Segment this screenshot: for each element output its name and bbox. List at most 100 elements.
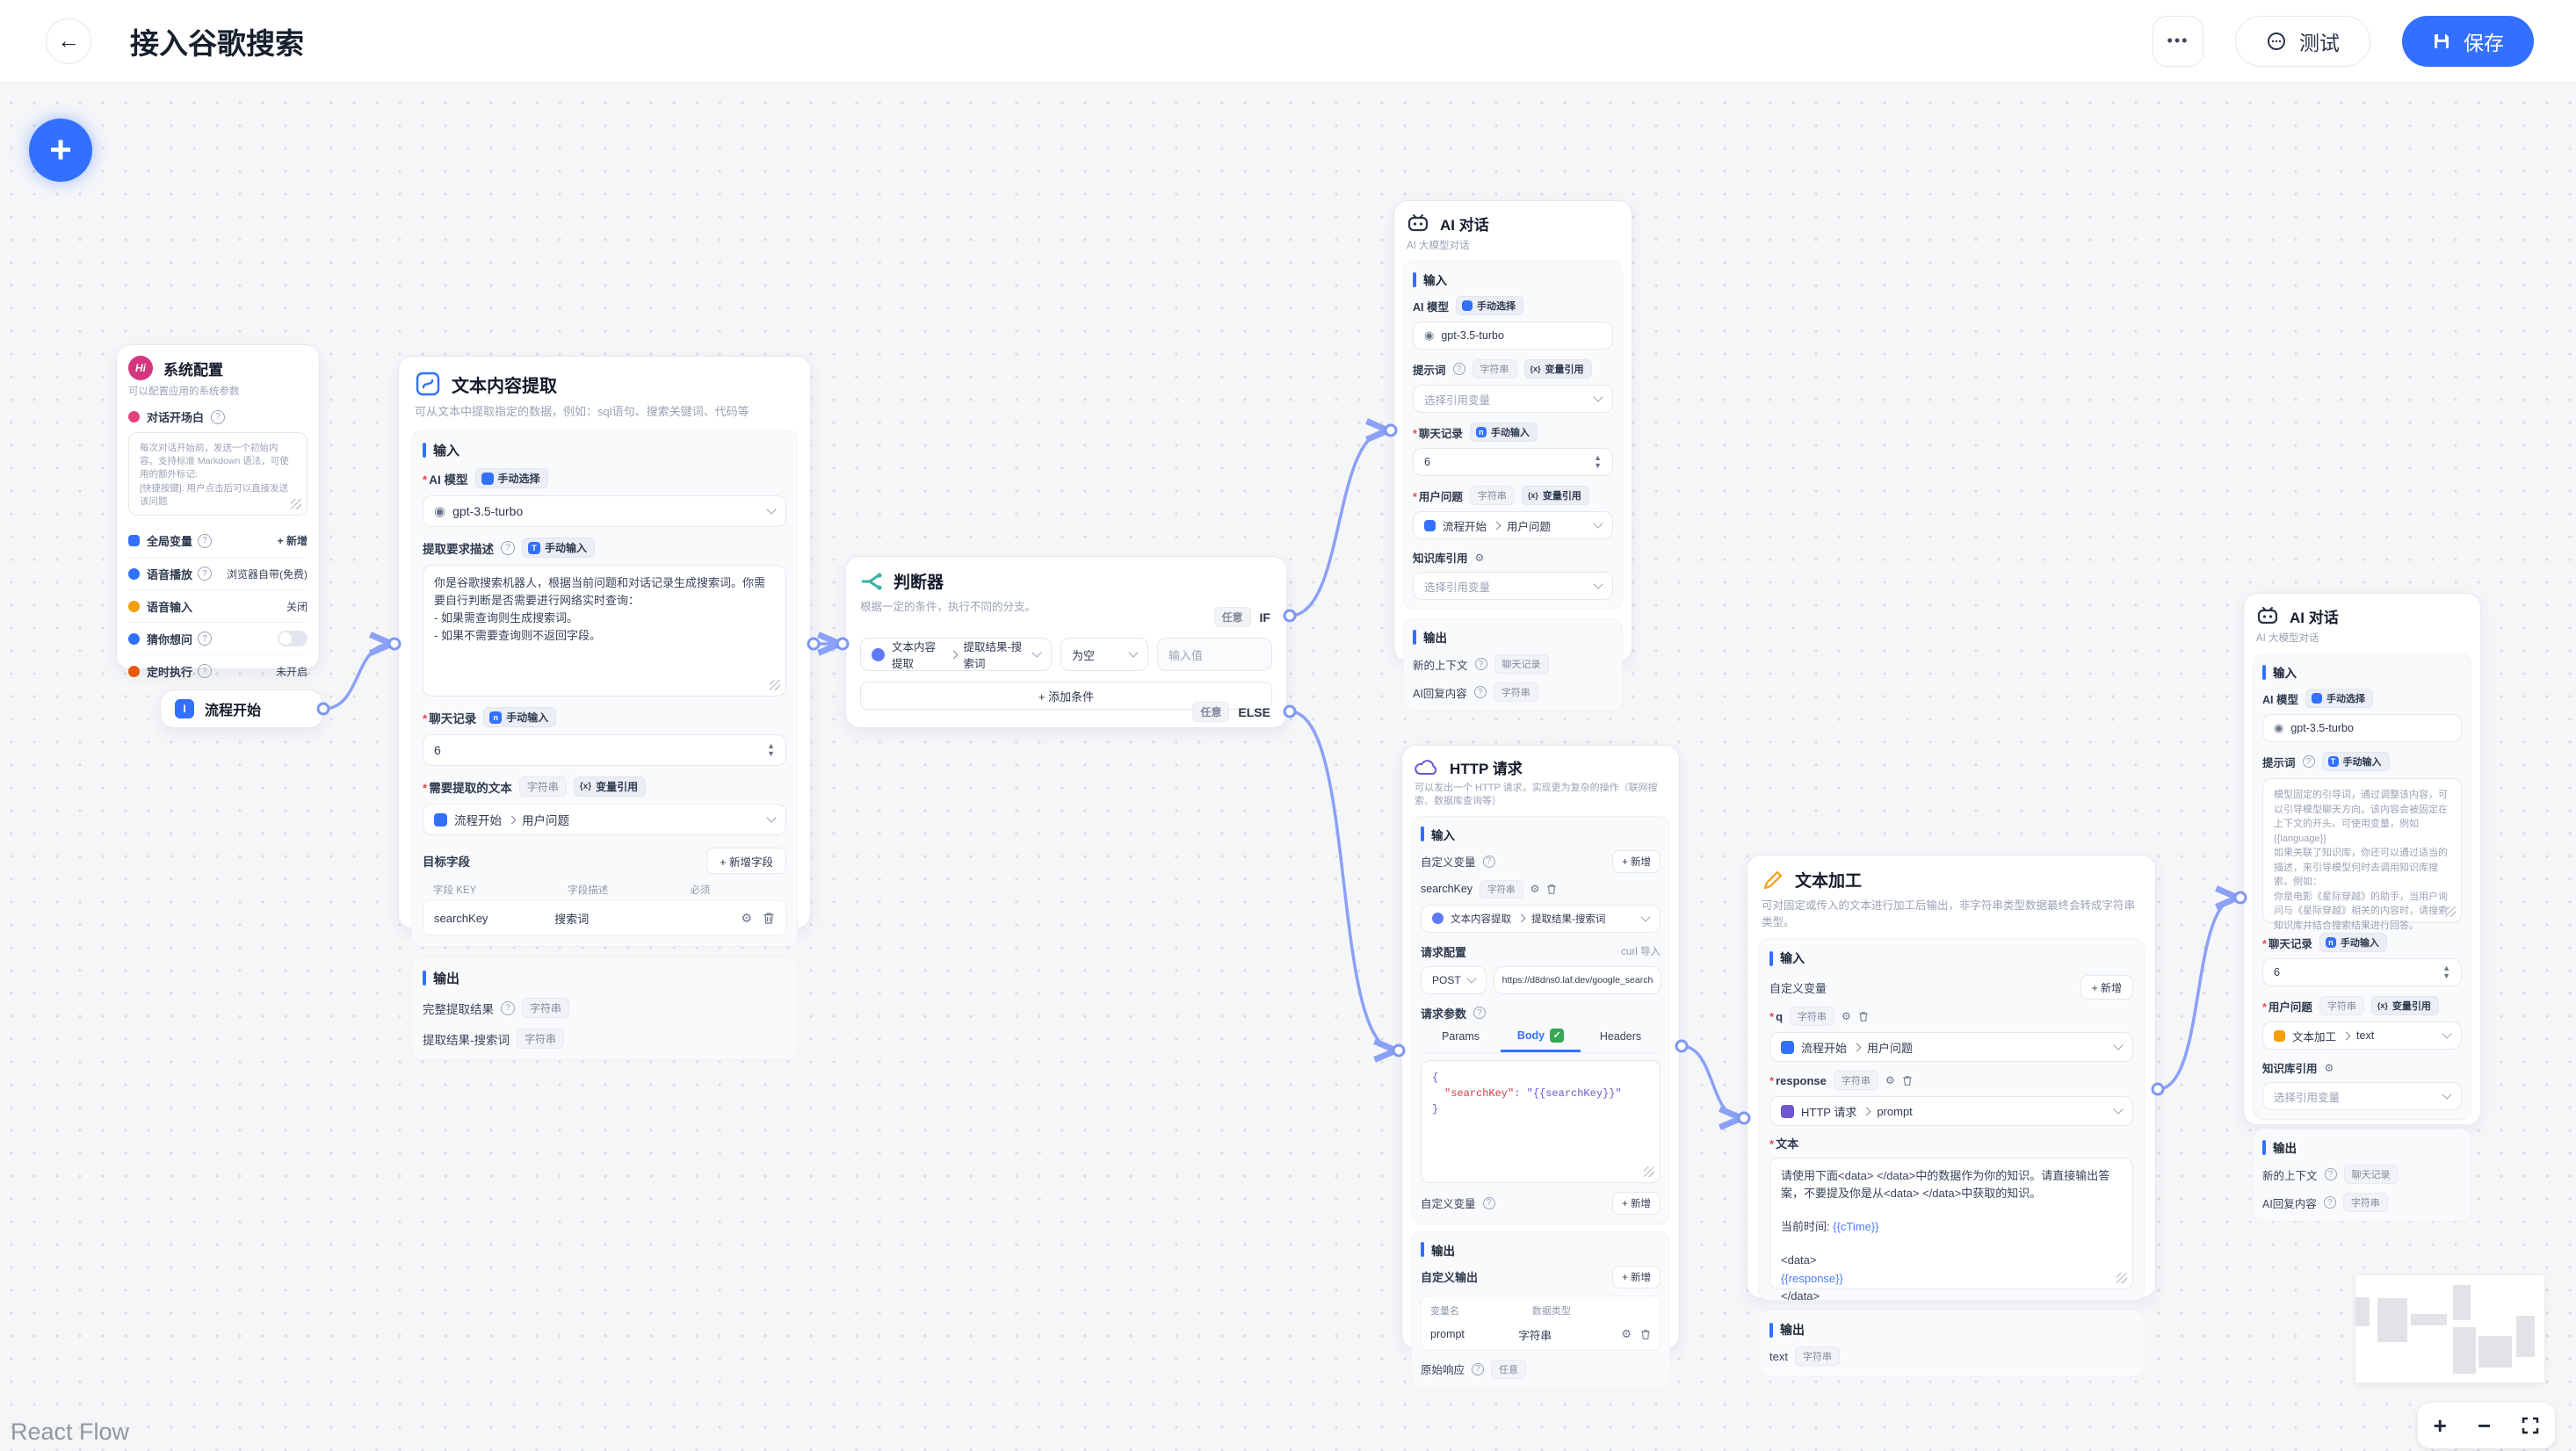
gear-icon[interactable]: ⚙ <box>1530 883 1540 896</box>
trash-icon[interactable] <box>1858 1011 1869 1022</box>
history-number-input[interactable]: 6 ▲▼ <box>1413 448 1613 476</box>
curl-import-button[interactable]: curl 导入 <box>1621 947 1661 958</box>
target-handle[interactable] <box>1392 1043 1406 1058</box>
add-variable-button[interactable]: + 新增 <box>2080 975 2133 1000</box>
target-handle[interactable] <box>387 637 402 651</box>
source-text-select[interactable]: 流程开始 用户问题 <box>423 804 786 835</box>
trash-icon[interactable] <box>1640 1329 1651 1340</box>
user-question-select[interactable]: 文本加工 text <box>2262 1021 2462 1050</box>
stepper-icons[interactable]: ▲▼ <box>1594 453 1602 470</box>
text-process-ref-icon <box>2274 1029 2285 1042</box>
tab-params[interactable]: Params <box>1441 1030 1480 1043</box>
system-row-guess[interactable]: 猜你想问 ? <box>128 622 308 654</box>
add-variable-button[interactable]: + 新增 <box>277 535 308 547</box>
welcome-textarea[interactable]: 每次对话开始前，发送一个初始内容。支持标准 Markdown 语法，可使用的额外… <box>128 432 308 516</box>
gear-icon[interactable]: ⚙ <box>741 910 752 925</box>
model-select[interactable]: ◉ gpt-3.5-turbo <box>1413 321 1613 350</box>
gear-icon[interactable]: ⚙ <box>1474 551 1485 564</box>
model-select[interactable]: ◉ gpt-3.5-turbo <box>423 495 786 527</box>
source-handle[interactable] <box>316 702 330 716</box>
source-handle[interactable] <box>1675 1039 1689 1053</box>
resize-corner-icon[interactable] <box>2117 1273 2127 1283</box>
target-handle[interactable] <box>1737 1111 1751 1125</box>
code-line: } <box>1432 1102 1439 1115</box>
model-select[interactable]: ◉ gpt-3.5-turbo <box>2262 714 2462 742</box>
back-button[interactable]: ← <box>46 18 91 64</box>
output-name: prompt <box>1430 1328 1465 1341</box>
source-handle[interactable] <box>2151 1082 2165 1096</box>
more-menu-button[interactable]: ••• <box>2153 15 2203 67</box>
fit-view-button[interactable] <box>2522 1417 2539 1434</box>
condition-operator-select[interactable]: 为空 <box>1060 638 1148 671</box>
string-badge: 字符串 <box>522 998 570 1018</box>
var-q-select[interactable]: 流程开始 用户问题 <box>1769 1032 2133 1062</box>
node-flow-start[interactable]: I 流程开始 <box>160 689 323 728</box>
extract-desc-textarea[interactable]: 你是谷歌搜索机器人，根据当前问题和对话记录生成搜索词。你需要自行判断是否需要进行… <box>423 565 786 697</box>
source-handle[interactable] <box>807 637 821 651</box>
tab-body[interactable]: Body✓ <box>1501 1028 1581 1052</box>
help-icon: ? <box>198 533 213 548</box>
if-source-handle[interactable] <box>1283 609 1297 623</box>
target-handle[interactable] <box>836 637 850 651</box>
guess-toggle[interactable] <box>278 631 308 646</box>
stepper-icons[interactable]: ▲▼ <box>2442 964 2450 980</box>
gear-icon[interactable]: ⚙ <box>1885 1074 1895 1086</box>
condition-variable-select[interactable]: 文本内容提取 提取结果-搜索词 <box>860 638 1052 671</box>
body-json-editor[interactable]: { "searchKey": "{{searchKey}}" } <box>1421 1059 1661 1183</box>
system-row-global-vars[interactable]: 全局变量 ? + 新增 <box>128 524 308 557</box>
add-variable-button[interactable]: + 新增 <box>1612 1191 1661 1215</box>
else-source-handle[interactable] <box>1283 704 1297 718</box>
target-field-row[interactable]: searchKey 搜索词 ⚙ <box>423 900 786 935</box>
prompt-textarea[interactable]: 模型固定的引导词，通过调整该内容，可以引导模型聊天方向。该内容会被固定在上下文的… <box>2262 778 2462 931</box>
trash-icon[interactable] <box>1546 884 1557 895</box>
text-extract-icon <box>416 372 440 396</box>
node-system-config[interactable]: Hi 系统配置 可以配置应用的系统参数 对话开场白 ? 每次对话开始前，发送一个… <box>116 344 320 679</box>
kb-ref-select[interactable]: 选择引用变量 <box>2262 1082 2462 1110</box>
tab-headers[interactable]: Headers <box>1599 1030 1642 1043</box>
trash-icon[interactable] <box>763 912 775 925</box>
system-row-tts[interactable]: 语音播放 ? 浏览器自带(免费) <box>128 557 308 589</box>
var-response-select[interactable]: HTTP 请求 prompt <box>1769 1096 2133 1126</box>
resize-corner-icon[interactable] <box>1644 1166 1654 1177</box>
user-question-select[interactable]: 流程开始 用户问题 <box>1413 511 1613 539</box>
gear-icon[interactable]: ⚙ <box>1621 1327 1632 1341</box>
condition-value-input[interactable]: 输入值 <box>1157 638 1272 671</box>
resize-corner-icon[interactable] <box>770 680 780 690</box>
text-template-textarea[interactable]: 请使用下面<data> </data>中的数据作为你的知识。请直接输出答案，不要… <box>1769 1158 2133 1303</box>
kb-ref-select[interactable]: 选择引用变量 <box>1413 572 1613 600</box>
node-ai-chat-1[interactable]: AI 对话 AI 大模型对话 输入 AI 模型 手动选择 ◉ gpt-3.5-t… <box>1393 200 1632 711</box>
node-ai-chat-2[interactable]: AI 对话 AI 大模型对话 输入 AI 模型 手动选择 ◉ gpt-3.5-t… <box>2243 593 2481 1222</box>
col-required: 必须 <box>690 885 711 896</box>
output-row[interactable]: prompt 字符串 ⚙ <box>1430 1326 1651 1343</box>
node-condition[interactable]: 判断器 根据一定的条件，执行不同的分支。 任意 IF 文本内容提取 提取结果-搜… <box>845 556 1287 728</box>
zoom-out-button[interactable]: − <box>2478 1414 2491 1437</box>
stepper-icons[interactable]: ▲▼ <box>767 741 775 758</box>
minimap[interactable] <box>2355 1275 2544 1382</box>
target-handle[interactable] <box>2233 891 2247 905</box>
node-text-extract[interactable]: 文本内容提取 可从文本中提取指定的数据，例如：sql语句、搜索关键词、代码等 输… <box>398 356 811 1060</box>
url-input[interactable]: https://d8dns0.laf.dev/google_search <box>1493 965 1662 994</box>
add-field-button[interactable]: + 新增字段 <box>706 848 786 874</box>
node-text-process[interactable]: 文本加工 可对固定或传入的文本进行加工后输出，非字符串类型数据最终会转成字符串类… <box>1747 855 2156 1377</box>
test-button[interactable]: 测试 <box>2235 15 2370 67</box>
gear-icon[interactable]: ⚙ <box>1842 1010 1851 1022</box>
prompt-select[interactable]: 选择引用变量 <box>1413 385 1613 413</box>
resize-corner-icon[interactable] <box>291 499 301 509</box>
save-button[interactable]: 保存 <box>2402 15 2534 67</box>
history-number-input[interactable]: 6 ▲▼ <box>2262 958 2462 986</box>
target-handle[interactable] <box>1384 423 1398 437</box>
trash-icon[interactable] <box>1902 1075 1913 1086</box>
gear-icon[interactable]: ⚙ <box>2324 1061 2334 1074</box>
zoom-in-button[interactable]: + <box>2434 1414 2447 1437</box>
var-value-select[interactable]: 文本内容提取 提取结果-搜索词 <box>1421 904 1661 933</box>
resize-corner-icon[interactable] <box>2445 906 2456 917</box>
system-row-stt[interactable]: 语音输入 关闭 <box>128 589 308 622</box>
node-http-request[interactable]: HTTP 请求 可以发出一个 HTTP 请求，实现更为复杂的操作（联网搜索、数据… <box>1401 745 1680 1389</box>
method-select[interactable]: POST <box>1421 965 1487 994</box>
add-output-button[interactable]: + 新增 <box>1612 1265 1661 1289</box>
history-number-input[interactable]: 6 ▲▼ <box>423 734 786 766</box>
system-row-schedule[interactable]: 定时执行 ? 未开启 <box>128 654 308 687</box>
add-node-button[interactable]: + <box>29 119 92 182</box>
add-variable-button[interactable]: + 新增 <box>1612 849 1661 873</box>
